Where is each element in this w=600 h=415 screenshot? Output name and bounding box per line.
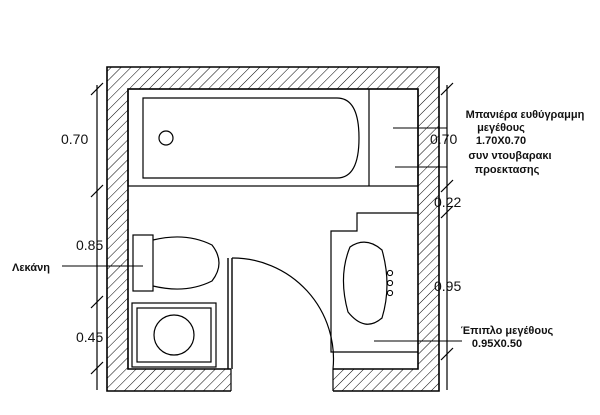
svg-text:συν ντουβαρακι: συν ντουβαρακι (468, 150, 551, 162)
svg-text:Έπιπλο μεγέθους: Έπιπλο μεγέθους (461, 325, 554, 337)
dimension-right-cabinet: 0.95 (434, 278, 461, 294)
svg-text:μεγέθους: μεγέθους (477, 122, 525, 134)
walls (106, 66, 440, 392)
svg-text:1.70X0.70: 1.70X0.70 (476, 135, 526, 147)
toilet-label: Λεκάνη (12, 262, 50, 274)
cabinet-label: Έπιπλο μεγέθους 0.95X0.50 (461, 325, 554, 350)
toilet (132, 234, 220, 292)
dimension-right-bathtub: 0.70 (430, 131, 457, 147)
left-dimension-line (90, 82, 104, 390)
right-dimension-line (440, 82, 454, 390)
dimension-left-washer: 0.45 (76, 329, 103, 345)
svg-text:0.95X0.50: 0.95X0.50 (472, 338, 522, 350)
dimension-left-toilet: 0.85 (76, 237, 103, 253)
svg-text:προεκτασης: προεκτασης (475, 164, 540, 176)
washing-machine (131, 302, 217, 368)
dimension-right-gap: 0.22 (434, 194, 461, 210)
svg-text:Μπανιέρα ευθύγραμμη: Μπανιέρα ευθύγραμμη (466, 109, 585, 121)
bathtub (127, 88, 419, 187)
bathtub-label: Μπανιέρα ευθύγραμμη μεγέθους 1.70X0.70 σ… (466, 109, 585, 176)
door (227, 257, 335, 370)
vanity-cabinet (330, 212, 418, 353)
dimension-left-bathtub: 0.70 (61, 131, 88, 147)
